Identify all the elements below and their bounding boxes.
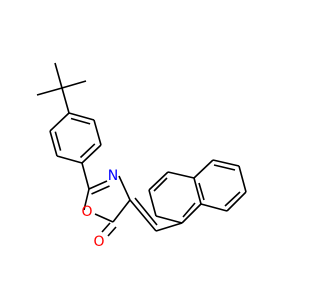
bond-naph-8: [212, 159, 240, 167]
bond-c5-o1: [94, 213, 114, 223]
nitrogen-label: N: [108, 168, 118, 184]
atom-labels: N O O: [81, 168, 118, 250]
bond-phenyl-inner-b: [79, 143, 96, 159]
bond-tbutyl-methyl-left: [36, 87, 63, 96]
bond-naph-2: [193, 177, 202, 205]
ring-oxygen-label: O: [81, 204, 92, 220]
bond-tbutyl-to-ring: [61, 87, 70, 114]
bond-naph-inner-c: [213, 164, 236, 171]
bond-naph-inner-a: [182, 202, 196, 218]
bond-tbutyl-methyl-top: [54, 62, 63, 89]
bond-naph-10: [226, 191, 247, 212]
bond-naph-inner-e: [198, 182, 205, 201]
bond-phenyl-inner-c: [70, 117, 91, 125]
bond-c2-n3-single: [88, 180, 108, 190]
bond-exocyclic-double: [134, 197, 158, 226]
bond-naph-9: [238, 165, 247, 193]
bond-naph-7: [193, 159, 214, 179]
bond-tbutyl-methyl-right: [61, 80, 87, 89]
bond-phenyl-to-c2: [81, 162, 90, 190]
bond-phenyl-3: [56, 155, 83, 164]
bond-naph-11: [200, 203, 228, 212]
carbonyl-oxygen-label: O: [93, 234, 104, 250]
bond-carbonyl-a: [101, 222, 111, 233]
molecule-structure: N O O: [36, 62, 247, 250]
bond-phenyl-4: [81, 144, 102, 164]
bond-n3-c4: [118, 175, 131, 201]
bond-naph-3: [167, 171, 195, 179]
bond-exocyclic-single: [129, 199, 157, 232]
bond-naph-6: [155, 215, 183, 224]
bond-phenyl-inner-a: [54, 131, 62, 151]
bond-phenyl-1: [49, 112, 70, 132]
bond-carbonyl-b: [107, 226, 117, 237]
bond-vinyl-to-naphthalene: [155, 222, 183, 232]
bonds: [36, 62, 247, 237]
bond-phenyl-2: [49, 130, 58, 157]
bond-c4-c5: [112, 199, 131, 223]
bond-phenyl-6: [68, 112, 95, 121]
bond-o1-c2: [83, 188, 90, 211]
bond-naph-4: [148, 171, 169, 191]
bond-naph-inner-d: [224, 191, 241, 207]
bond-naph-1: [181, 203, 202, 224]
bond-naph-5: [148, 189, 157, 217]
bond-phenyl-5: [93, 119, 102, 146]
bond-naph-inner-b: [153, 177, 168, 192]
bond-c2-n3-double: [91, 185, 110, 195]
